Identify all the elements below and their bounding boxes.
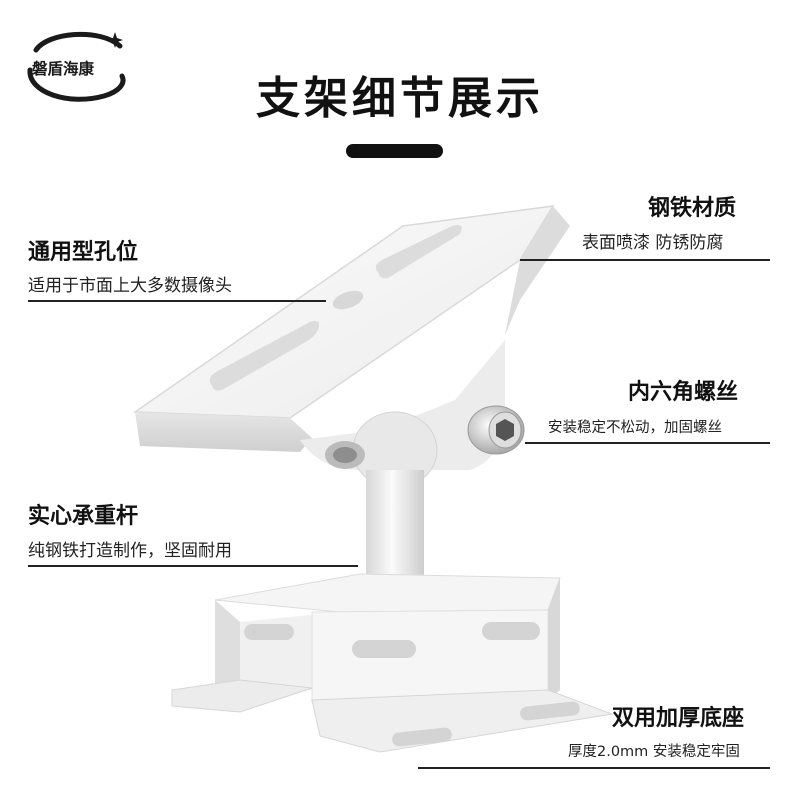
callout-rod-line <box>28 565 358 567</box>
logo-text: 磐盾海康 <box>32 60 95 78</box>
callout-steel-desc: 表面喷漆 防锈防腐 <box>582 233 724 253</box>
callout-hole-title: 通用型孔位 <box>28 240 139 265</box>
brand-logo: 磐盾海康 <box>22 26 132 108</box>
callout-base-title: 双用加厚底座 <box>612 706 745 731</box>
callout-hole-desc: 适用于市面上大多数摄像头 <box>28 276 232 296</box>
title-underline <box>346 144 443 158</box>
callout-rod-title: 实心承重杆 <box>28 504 139 529</box>
callout-base-line <box>418 767 770 769</box>
callout-steel-line <box>520 259 770 261</box>
callout-steel-title: 钢铁材质 <box>648 196 737 221</box>
callout-screw-line <box>525 442 770 444</box>
callout-base-desc: 厚度2.0mm 安装稳定牢固 <box>568 744 740 760</box>
page-title: 支架细节展示 <box>256 73 544 124</box>
logo-swoosh-icon <box>27 31 126 102</box>
top-mounting-plate <box>132 205 570 452</box>
callout-screw-desc: 安装稳定不松动，加固螺丝 <box>548 420 722 436</box>
base-bracket <box>171 573 614 753</box>
pivot-joint <box>300 340 505 489</box>
callout-screw-title: 内六角螺丝 <box>628 380 739 405</box>
callout-hole-line <box>28 300 326 302</box>
callout-rod-desc: 纯钢铁打造制作，坚固耐用 <box>28 541 232 561</box>
hex-bolt <box>467 405 525 455</box>
